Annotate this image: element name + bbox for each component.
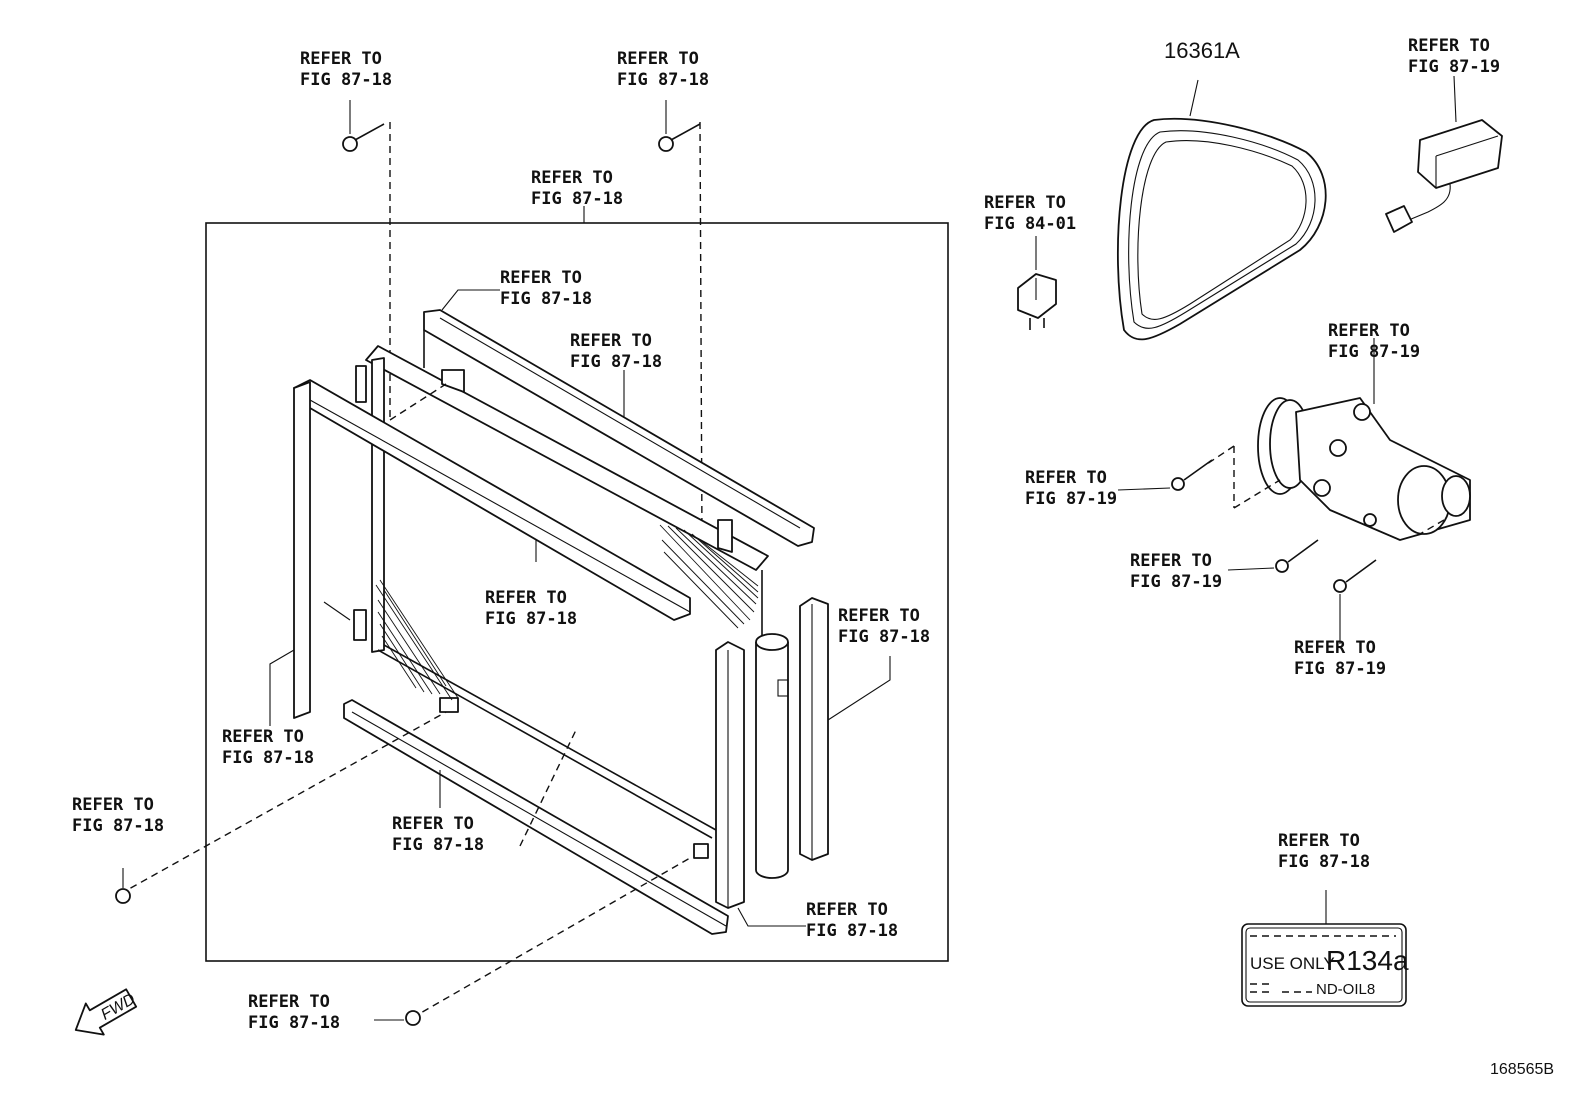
svg-text:REFER TO: REFER TO — [222, 727, 304, 747]
callout: REFER TO FIG 87-18 — [392, 814, 484, 855]
svg-text:FIG 87-18: FIG 87-18 — [838, 627, 930, 647]
callout: REFER TO FIG 87-19 — [1408, 36, 1500, 77]
svg-text:FIG 87-18: FIG 87-18 — [500, 289, 592, 309]
svg-text:FIG 87-18: FIG 87-18 — [248, 1013, 340, 1033]
svg-text:REFER TO: REFER TO — [1294, 638, 1376, 658]
bolt-icon — [1117, 459, 1213, 491]
condenser-core — [353, 345, 769, 859]
label-refrigerant: R134a — [1326, 945, 1409, 976]
receiver-tank — [755, 633, 789, 879]
callout: REFER TO FIG 87-18 — [222, 727, 314, 768]
side-seal-left — [715, 641, 745, 909]
svg-text:REFER TO: REFER TO — [570, 331, 652, 351]
svg-text:FIG 84-01: FIG 84-01 — [984, 214, 1076, 234]
svg-text:REFER TO: REFER TO — [1278, 831, 1360, 851]
control-module-icon — [1385, 75, 1503, 233]
callout: REFER TO FIG 87-19 — [1328, 321, 1420, 362]
svg-text:REFER TO: REFER TO — [72, 795, 154, 815]
bolt-icon — [1333, 559, 1377, 644]
callout: REFER TO FIG 87-18 — [72, 795, 164, 836]
callout: REFER TO FIG 87-19 — [1294, 638, 1386, 679]
fwd-arrow-icon: FWD — [74, 988, 139, 1036]
front-frame — [293, 379, 691, 719]
svg-text:REFER TO: REFER TO — [1025, 468, 1107, 488]
refrigerant-label-tag — [1241, 890, 1407, 1007]
svg-text:FIG 87-19: FIG 87-19 — [1025, 489, 1117, 509]
svg-text:FIG 87-18: FIG 87-18 — [485, 609, 577, 629]
callout: REFER TO FIG 87-18 — [570, 331, 662, 372]
svg-text:REFER TO: REFER TO — [1328, 321, 1410, 341]
bolt-icon — [342, 100, 385, 152]
svg-text:REFER TO: REFER TO — [1130, 551, 1212, 571]
svg-text:FIG 87-19: FIG 87-19 — [1130, 572, 1222, 592]
assembly-frame — [205, 222, 949, 962]
svg-text:REFER TO: REFER TO — [617, 49, 699, 69]
figure-number: 168565B — [1490, 1061, 1554, 1078]
callout: REFER TO FIG 87-18 — [248, 992, 340, 1033]
bolt-icon — [374, 1010, 421, 1026]
drive-belt — [1117, 79, 1327, 341]
label-oil: ND-OIL8 — [1316, 981, 1375, 998]
svg-text:REFER TO: REFER TO — [806, 900, 888, 920]
svg-text:FIG 87-18: FIG 87-18 — [570, 352, 662, 372]
svg-text:FIG 87-18: FIG 87-18 — [1278, 852, 1370, 872]
compressor — [1257, 338, 1471, 541]
condenser-fins-hatch — [375, 524, 759, 701]
svg-text:REFER TO: REFER TO — [838, 606, 920, 626]
svg-text:REFER TO: REFER TO — [300, 49, 382, 69]
callout: REFER TO FIG 87-19 — [1130, 551, 1222, 592]
bolt-icon — [658, 100, 701, 152]
svg-text:REFER TO: REFER TO — [531, 168, 613, 188]
svg-text:FIG 87-18: FIG 87-18 — [531, 189, 623, 209]
callout: REFER TO FIG 87-18 — [617, 49, 709, 90]
svg-text:FIG 87-18: FIG 87-18 — [392, 835, 484, 855]
svg-text:FIG 87-18: FIG 87-18 — [806, 921, 898, 941]
svg-text:FIG 87-19: FIG 87-19 — [1294, 659, 1386, 679]
callout: REFER TO FIG 87-18 — [500, 268, 592, 309]
relay-icon — [1017, 236, 1057, 330]
bolt-icon — [1227, 539, 1319, 573]
svg-text:REFER TO: REFER TO — [485, 588, 567, 608]
svg-text:FIG 87-19: FIG 87-19 — [1408, 57, 1500, 77]
svg-text:FIG 87-18: FIG 87-18 — [300, 70, 392, 90]
svg-text:REFER TO: REFER TO — [248, 992, 330, 1012]
svg-text:REFER TO: REFER TO — [1408, 36, 1490, 56]
bolt-icon — [115, 868, 131, 904]
svg-text:REFER TO: REFER TO — [500, 268, 582, 288]
callout: REFER TO FIG 87-18 — [806, 900, 898, 941]
callout: REFER TO FIG 87-18 — [485, 588, 577, 629]
svg-text:FIG 87-19: FIG 87-19 — [1328, 342, 1420, 362]
part-number-belt: 16361A — [1164, 38, 1240, 63]
label-use-only: USE ONLY — [1250, 954, 1335, 973]
svg-text:REFER TO: REFER TO — [392, 814, 474, 834]
side-seal-right — [799, 597, 829, 861]
callout: REFER TO FIG 87-18 — [838, 606, 930, 647]
svg-text:FIG 87-18: FIG 87-18 — [617, 70, 709, 90]
callout: REFER TO FIG 84-01 — [984, 193, 1076, 234]
svg-text:FIG 87-18: FIG 87-18 — [222, 748, 314, 768]
svg-text:FIG 87-18: FIG 87-18 — [72, 816, 164, 836]
svg-text:REFER TO: REFER TO — [984, 193, 1066, 213]
callout: REFER TO FIG 87-18 — [531, 168, 623, 209]
callout: REFER TO FIG 87-18 — [1278, 831, 1370, 872]
callout: REFER TO FIG 87-19 — [1025, 468, 1117, 509]
callout: REFER TO FIG 87-18 — [300, 49, 392, 90]
